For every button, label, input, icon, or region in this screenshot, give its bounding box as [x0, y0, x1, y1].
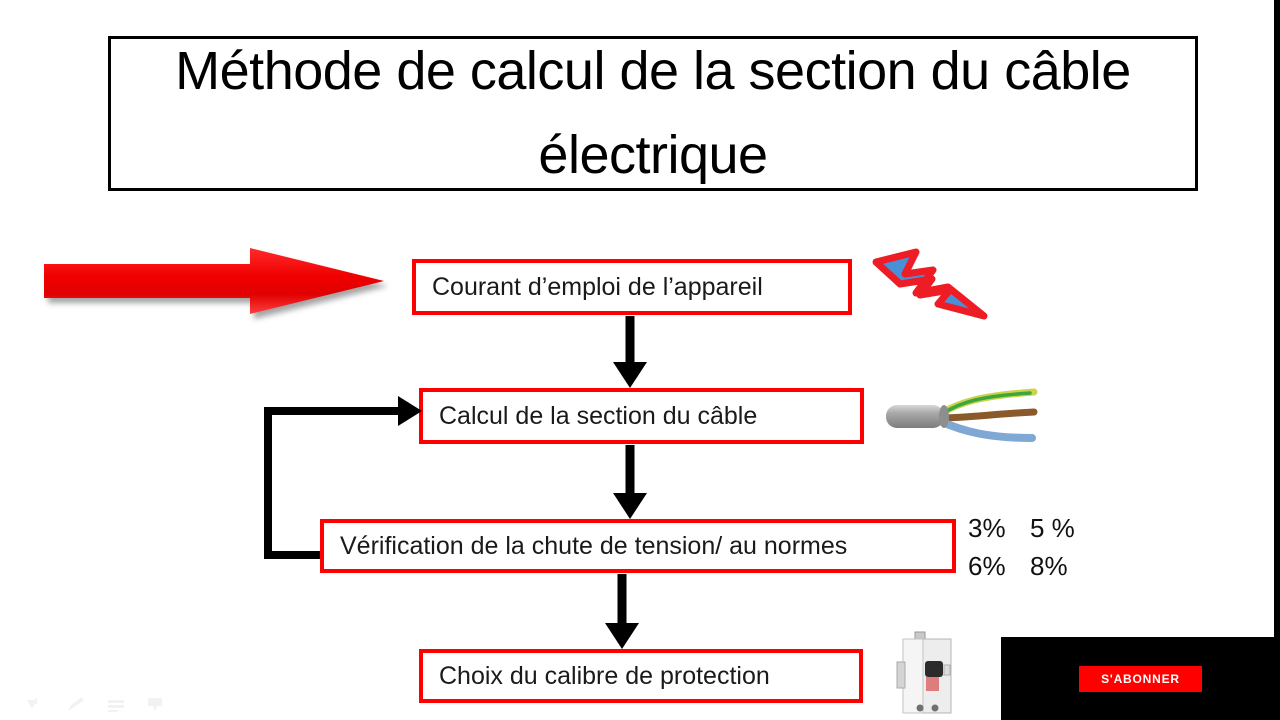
flow-step-2-label: Calcul de la section du câble — [439, 401, 758, 430]
connector-step1-step2 — [613, 316, 647, 388]
circuit-breaker-icon — [893, 628, 961, 720]
connector-step3-step4 — [605, 574, 639, 650]
flow-step-3[interactable]: Vérification de la chute de tension/ au … — [320, 519, 956, 573]
connector-step2-step3 — [613, 445, 647, 520]
electrical-cable-svg — [886, 388, 1038, 442]
lightning-bolt-svg — [872, 248, 988, 320]
subscribe-button[interactable]: S'ABONNER — [1079, 665, 1202, 692]
percent-8: 8% — [1030, 550, 1068, 581]
feedback-loop-left-segment — [264, 407, 272, 559]
undo-icon[interactable] — [26, 696, 46, 714]
voltage-drop-percentages: 3% 5 % 6% 8% — [968, 510, 1108, 585]
connector-shaft — [625, 445, 635, 495]
slide-title-box: Méthode de calcul de la section du câble… — [108, 36, 1198, 191]
connector-shaft — [625, 316, 635, 364]
right-arrow-svg — [44, 248, 384, 314]
flow-step-4[interactable]: Choix du calibre de protection — [419, 649, 863, 703]
connector-arrowhead — [605, 623, 639, 649]
right-arrow-icon — [44, 248, 384, 314]
percentages-row-2: 6% 8% — [968, 548, 1108, 586]
flow-step-1[interactable]: Courant d’emploi de l’appareil — [412, 259, 852, 315]
percentages-row-1: 3% 5 % — [968, 510, 1108, 548]
presentation-toolbar[interactable] — [26, 696, 166, 714]
lightning-bolt-icon — [872, 246, 992, 324]
pointer-icon[interactable] — [146, 696, 166, 714]
feedback-loop-bottom-segment — [264, 551, 324, 559]
flow-step-4-label: Choix du calibre de protection — [439, 661, 770, 690]
circuit-breaker-svg — [896, 631, 952, 714]
electrical-cable-icon — [884, 388, 1044, 450]
flow-step-2[interactable]: Calcul de la section du câble — [419, 388, 864, 444]
flow-step-3-label: Vérification de la chute de tension/ au … — [340, 531, 848, 560]
connector-arrowhead — [613, 493, 647, 519]
connector-arrowhead — [613, 362, 647, 388]
right-edge-strip — [1274, 0, 1280, 637]
menu-icon[interactable] — [106, 696, 126, 714]
percent-3: 3% — [968, 513, 1006, 543]
page-title: Méthode de calcul de la section du câble… — [175, 40, 1131, 185]
pen-icon[interactable] — [66, 696, 86, 714]
feedback-loop-top-segment — [264, 407, 410, 415]
subscribe-overlay: S'ABONNER — [1001, 637, 1280, 720]
connector-shaft — [617, 574, 627, 625]
percent-6: 6% — [968, 550, 1006, 581]
flow-step-1-label: Courant d’emploi de l’appareil — [432, 272, 763, 301]
percent-5: 5 % — [1030, 513, 1075, 543]
feedback-loop-arrowhead — [398, 396, 422, 426]
